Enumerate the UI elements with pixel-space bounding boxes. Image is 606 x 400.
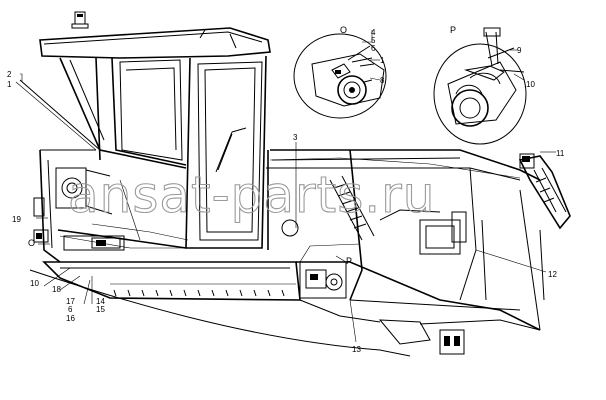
callout-9: 9 xyxy=(517,46,522,55)
watermark-text: ansat-parts.ru xyxy=(68,166,435,224)
leader-lines xyxy=(15,30,556,343)
detail-p xyxy=(433,27,527,145)
callout-6-lower: 6 xyxy=(68,305,73,314)
callout-13: 13 xyxy=(352,345,361,354)
callout-17: 17 xyxy=(66,297,75,306)
detail-marker-p: P xyxy=(346,256,352,266)
detail-label-o: O xyxy=(340,25,347,35)
callout-16: 16 xyxy=(66,314,75,323)
callout-18: 18 xyxy=(52,285,61,294)
callout-15: 15 xyxy=(96,305,105,314)
callouts: 2 1 3 O 4 5 6 1 8 P 9 10 11 12 13 19 O P… xyxy=(7,25,565,354)
callout-11: 11 xyxy=(556,149,565,158)
callout-14: 14 xyxy=(96,297,105,306)
callout-3: 3 xyxy=(293,133,298,142)
callout-19: 19 xyxy=(12,215,21,224)
detail-label-p: P xyxy=(450,25,456,35)
callout-10: 10 xyxy=(30,279,39,288)
callout-10-detail: 10 xyxy=(526,80,535,89)
machine-body xyxy=(19,11,571,357)
callout-6: 6 xyxy=(371,44,376,53)
callout-1: 1 xyxy=(7,80,12,89)
callout-5: 5 xyxy=(371,36,376,45)
detail-marker-o: O xyxy=(28,238,35,248)
callout-12: 12 xyxy=(548,270,557,279)
callout-1-detail: 1 xyxy=(380,56,385,65)
callout-2: 2 xyxy=(7,70,12,79)
callout-8: 8 xyxy=(380,76,385,85)
callout-4: 4 xyxy=(371,28,376,37)
detail-o xyxy=(293,33,387,119)
